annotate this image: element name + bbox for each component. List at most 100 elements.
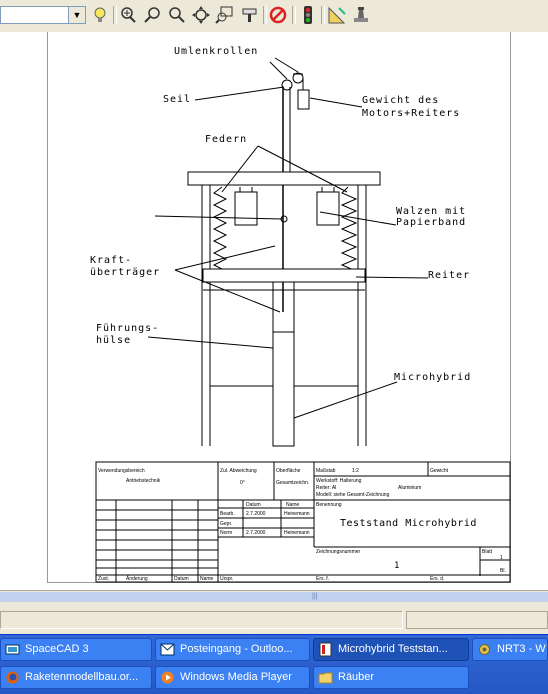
leader-federn-left (221, 145, 259, 193)
windows-taskbar: SpaceCAD 3 Posteingang - Outloo... Micro… (0, 634, 548, 694)
brush-icon[interactable] (240, 5, 260, 25)
firefox-icon (6, 671, 19, 684)
label-federn: Federn (205, 134, 247, 145)
tb-ers-d: Ers. d. (430, 576, 444, 582)
scrollbar-thumb[interactable] (0, 592, 548, 602)
tb-title: Teststand Microhybrid (340, 518, 477, 529)
tb-ers-f: Ers. f. (316, 576, 329, 582)
zoom-window-icon[interactable] (215, 5, 235, 25)
status-pane-secondary (406, 611, 548, 629)
tb-werkstoff-4: Modell: siehe Gesamt-Zeichnung (316, 492, 390, 498)
label-umlenkrollen: Umlenkrollen (174, 46, 258, 57)
task-button-nrt3[interactable]: NRT3 - W (472, 638, 548, 661)
tb-name: Name (286, 502, 300, 508)
toolbar-separator (113, 6, 117, 24)
triangle-ruler-icon[interactable] (327, 5, 347, 25)
leader-left (154, 215, 284, 220)
weight-block (297, 89, 310, 110)
tb-zeichnungsnummer: Zeichnungsnummer (316, 549, 361, 555)
spacecad-icon (5, 644, 20, 655)
task-button-microhybrid[interactable]: Microhybrid Teststan... (313, 638, 469, 661)
tb-zul-abweichung: Zul. Abweichung (220, 468, 257, 474)
label-kraft-1: Kraft- (90, 255, 132, 266)
task-label: Posteingang - Outloo... (180, 643, 293, 655)
chevron-down-icon[interactable]: ▼ (68, 7, 85, 23)
tb-name-2: Name (200, 576, 214, 582)
label-kraft-2: überträger (90, 267, 160, 278)
tb-verwendungsbereich-value: Antriebstechnik (126, 478, 161, 484)
no-entry-icon[interactable] (268, 5, 288, 25)
leader-kraft-b (174, 269, 281, 313)
stamp-icon[interactable] (351, 5, 371, 25)
label-walzen-2: Papierband (396, 217, 466, 228)
label-fuehrung-2: hülse (96, 335, 131, 346)
grip-icon: ||| (312, 593, 318, 600)
tb-gepr: Gepr. (220, 521, 232, 527)
cad-toolbar: ▼ (0, 0, 548, 33)
task-button-media-player[interactable]: Windows Media Player (155, 666, 310, 689)
task-label: Räuber (338, 671, 375, 683)
bulb-icon[interactable] (90, 5, 110, 25)
outlook-icon (160, 643, 175, 656)
leader-microhybrid (293, 381, 398, 419)
task-label: SpaceCAD 3 (25, 643, 89, 655)
task-label: Windows Media Player (180, 671, 292, 683)
traffic-light-icon[interactable] (298, 5, 318, 25)
label-walzen-1: Walzen mit (396, 206, 466, 217)
zoom-grid-icon[interactable] (118, 5, 138, 25)
nrt3-icon (479, 644, 490, 655)
label-microhybrid: Microhybrid (394, 372, 471, 383)
rider-beam (202, 268, 366, 283)
tb-bearb-date: 2.7.2000 (246, 511, 266, 517)
frame-top-beam (187, 171, 381, 186)
task-button-folder[interactable]: Räuber (313, 666, 469, 689)
toolbar-separator (263, 6, 267, 24)
technical-drawing: Umlenkrollen Seil Gewicht des Motors+Rei… (90, 46, 511, 583)
status-bar (0, 604, 548, 634)
status-pane-main (0, 611, 403, 629)
tb-bearb-name: Heinemann (284, 511, 310, 517)
task-button-spacecad[interactable]: SpaceCAD 3 (0, 638, 152, 661)
leader-seil (194, 86, 285, 101)
zoom-in-icon[interactable] (143, 5, 163, 25)
layer-combo[interactable]: ▼ (0, 6, 86, 24)
tb-benennung: Benennung (316, 502, 342, 508)
label-reiter: Reiter (428, 270, 470, 281)
task-button-firefox[interactable]: Raketenmodellbau.or... (0, 666, 152, 689)
title-block (95, 461, 511, 583)
tb-massstab: Maßstab (316, 468, 336, 474)
label-gewicht-1: Gewicht des (362, 95, 439, 106)
tb-datum-2: Datum (174, 576, 189, 582)
spring-left (212, 186, 228, 273)
tb-werkstoff-3: Aluminium (398, 485, 421, 491)
zoom-out-icon[interactable] (167, 5, 187, 25)
tb-werkstoff-2: Reiter: Al (316, 485, 336, 491)
tb-datum: Datum (246, 502, 261, 508)
tb-gewicht: Gewicht (430, 468, 449, 474)
toolbar-separator (292, 6, 296, 24)
pan-icon[interactable] (191, 5, 211, 25)
tb-blatt-value: 1 (500, 555, 503, 561)
tb-blatt: Blatt (482, 549, 493, 555)
tb-verwendungsbereich: Verwendungsbereich (98, 468, 145, 474)
leader-reiter (355, 276, 429, 279)
tb-norm: Norm (220, 530, 232, 536)
toolbar-separator (321, 6, 325, 24)
leader-fuehrung (147, 336, 274, 349)
tb-bearb: Bearb. (220, 511, 235, 517)
leader-kraft-a (174, 245, 276, 271)
roller-right (316, 191, 340, 226)
spring-right (340, 186, 358, 273)
sheet-border-left (47, 32, 48, 582)
leader-umlenkrollen-b (274, 57, 299, 73)
leader-walzen (319, 211, 397, 226)
folder-icon (318, 672, 333, 684)
label-fuehrung-1: Führungs- (96, 323, 159, 334)
label-gewicht-2: Motors+Reiters (362, 108, 460, 119)
tb-oberflaeche: Oberfläche (276, 468, 301, 474)
tb-urspr: Urspr. (220, 576, 233, 582)
horizontal-scrollbar[interactable]: ||| (0, 590, 548, 604)
task-label: NRT3 - W (497, 643, 546, 655)
task-button-outlook[interactable]: Posteingang - Outloo... (155, 638, 310, 661)
tb-werkstoff: Werkstoff: Halterung (316, 478, 362, 484)
